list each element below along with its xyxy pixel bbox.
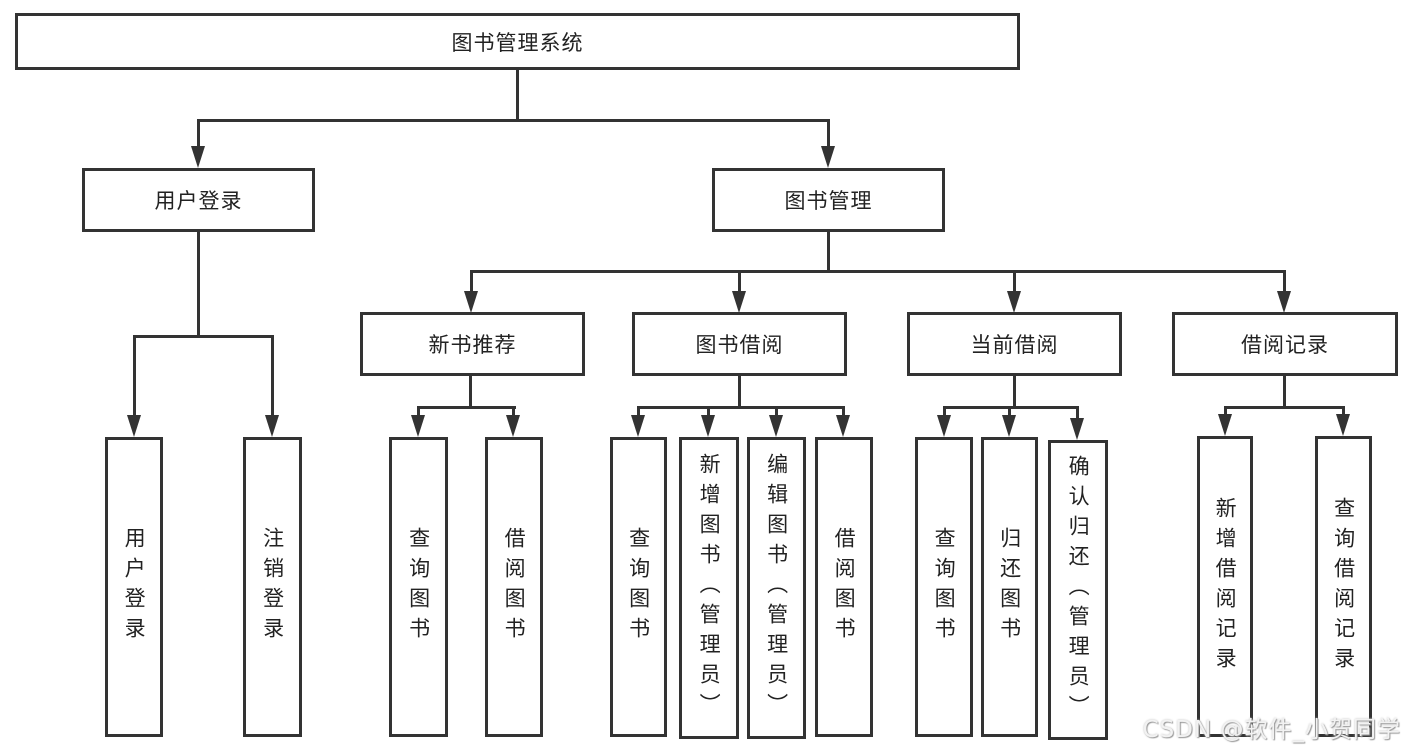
connector-line <box>1283 270 1286 293</box>
connector-line <box>827 119 830 148</box>
leaf-borrow-books-borrowing: 借阅图书 <box>815 437 873 737</box>
connector-line <box>271 335 274 417</box>
leaf-confirm-return-admin: 确认归还（管理员） <box>1048 440 1108 740</box>
connector-line <box>197 119 200 148</box>
leaf-add-book-admin: 新增图书（管理员） <box>679 437 739 739</box>
leaf-label: 查询借阅记录 <box>1331 496 1356 677</box>
arrow-down-icon <box>265 415 279 437</box>
connector-line <box>512 406 515 418</box>
connector-line <box>943 406 1079 409</box>
arrow-down-icon <box>821 146 835 168</box>
leaf-label: 查询图书 <box>626 527 651 647</box>
connector-line <box>775 406 778 418</box>
leaf-edit-book-admin: 编辑图书（管理员） <box>747 437 806 739</box>
leaf-query-books-borrowing: 查询图书 <box>610 437 667 737</box>
connector-line <box>469 376 472 408</box>
connector-line <box>133 335 274 338</box>
connector-line <box>1013 270 1016 293</box>
leaf-query-books-current: 查询图书 <box>915 437 973 737</box>
leaf-return-books: 归还图书 <box>981 437 1038 737</box>
connector-line <box>197 119 830 122</box>
arrow-down-icon <box>1070 418 1084 440</box>
node-current-borrowing: 当前借阅 <box>907 312 1122 376</box>
connector-line <box>417 406 420 418</box>
connector-line <box>1008 406 1011 418</box>
connector-line <box>1076 406 1079 421</box>
connector-line <box>197 232 200 336</box>
arrow-down-icon <box>769 415 783 437</box>
arrow-down-icon <box>1277 291 1291 313</box>
arrow-down-icon <box>937 415 951 437</box>
connector-line <box>516 70 519 119</box>
arrow-down-icon <box>631 415 645 437</box>
leaf-add-borrow-record: 新增借阅记录 <box>1197 436 1253 737</box>
arrow-down-icon <box>127 415 141 437</box>
connector-line <box>738 270 741 293</box>
connector-line <box>1224 406 1227 416</box>
leaf-label: 查询图书 <box>932 527 957 647</box>
node-new-book-recommendation: 新书推荐 <box>360 312 585 376</box>
connector-line <box>1283 376 1286 408</box>
connector-line <box>470 270 1286 273</box>
arrow-down-icon <box>836 415 850 437</box>
leaf-borrow-books-recommend: 借阅图书 <box>485 437 543 737</box>
connector-line <box>707 406 710 418</box>
connector-line <box>637 406 845 409</box>
connector-line <box>943 406 946 418</box>
arrow-down-icon <box>1002 415 1016 437</box>
connector-line <box>1342 406 1345 416</box>
arrow-down-icon <box>1336 414 1350 436</box>
leaf-query-borrow-record: 查询借阅记录 <box>1315 436 1372 737</box>
leaf-label: 确认归还（管理员） <box>1066 455 1091 725</box>
connector-line <box>133 335 136 417</box>
leaf-label: 编辑图书（管理员） <box>764 453 789 723</box>
connector-line <box>417 406 516 409</box>
arrow-down-icon <box>191 146 205 168</box>
arrow-down-icon <box>1007 291 1021 313</box>
arrow-down-icon <box>506 415 520 437</box>
connector-line <box>1224 406 1345 409</box>
leaf-user-login: 用户登录 <box>105 437 163 737</box>
node-book-management: 图书管理 <box>712 168 945 232</box>
leaf-query-books-recommend: 查询图书 <box>389 437 448 737</box>
leaf-label: 借阅图书 <box>832 527 857 647</box>
leaf-label: 新增借阅记录 <box>1213 496 1238 677</box>
leaf-label: 注销登录 <box>260 527 285 647</box>
node-library-management-system: 图书管理系统 <box>15 13 1020 70</box>
connector-line <box>1013 376 1016 408</box>
leaf-logout: 注销登录 <box>243 437 302 737</box>
arrow-down-icon <box>464 291 478 313</box>
leaf-label: 新增图书（管理员） <box>697 453 722 723</box>
connector-line <box>738 376 741 408</box>
node-user-login: 用户登录 <box>82 168 315 232</box>
leaf-label: 归还图书 <box>997 527 1022 647</box>
leaf-label: 用户登录 <box>122 527 147 647</box>
arrow-down-icon <box>701 415 715 437</box>
connector-line <box>827 232 830 273</box>
connector-line <box>842 406 845 418</box>
node-book-borrowing: 图书借阅 <box>632 312 847 376</box>
leaf-label: 查询图书 <box>406 527 431 647</box>
arrow-down-icon <box>411 415 425 437</box>
csdn-watermark: CSDN @软件_小贺同学 <box>1142 717 1401 743</box>
leaf-label: 借阅图书 <box>502 527 527 647</box>
arrow-down-icon <box>1218 414 1232 436</box>
arrow-down-icon <box>732 291 746 313</box>
connector-line <box>637 406 640 418</box>
connector-line <box>470 270 473 293</box>
node-borrowing-records: 借阅记录 <box>1172 312 1398 376</box>
